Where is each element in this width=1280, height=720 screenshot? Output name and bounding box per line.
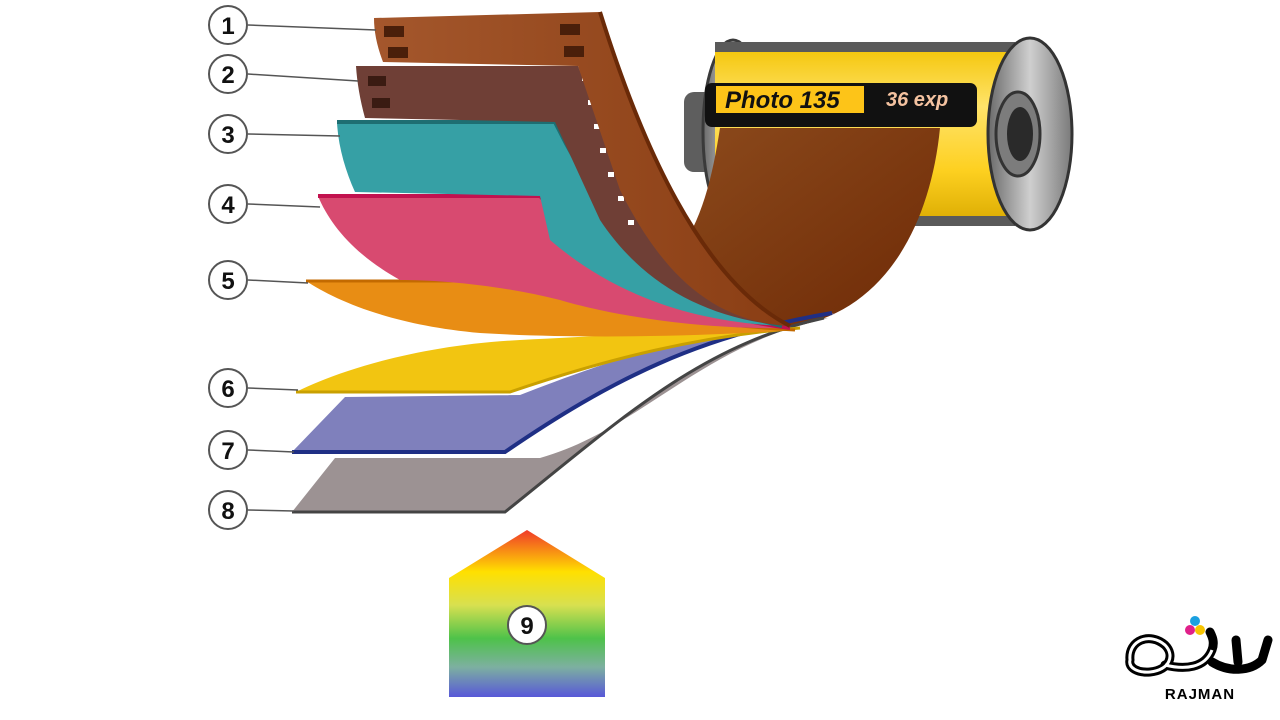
svg-text:1: 1 — [221, 13, 234, 40]
callout-1: 1 — [208, 5, 248, 45]
svg-text:4: 4 — [221, 192, 235, 219]
callout-4: 4 — [208, 184, 248, 224]
callout-7: 7 — [208, 430, 248, 470]
callout-5: 5 — [208, 260, 248, 300]
callout-6: 6 — [208, 368, 248, 408]
layer-2-perforations — [368, 76, 390, 108]
rajman-logo: RAJMAN — [1125, 616, 1273, 703]
svg-text:7: 7 — [221, 438, 234, 465]
canister-exposure-text: 36 exp — [886, 89, 948, 111]
callout-2: 2 — [208, 54, 248, 94]
layer-1-top — [374, 12, 790, 326]
layer-8-gray — [292, 318, 828, 512]
svg-text:2: 2 — [221, 62, 234, 89]
callout-9: 9 — [507, 605, 547, 645]
canister-brand-plate — [716, 86, 864, 113]
svg-text:3: 3 — [221, 122, 234, 149]
svg-text:5: 5 — [221, 268, 234, 295]
canister-spool-hole — [1007, 107, 1033, 161]
layer-1-perforations — [384, 24, 584, 58]
film-strip-tail — [670, 128, 940, 329]
callout-3: 3 — [208, 114, 248, 154]
layer-7-blue — [292, 313, 835, 452]
layer-4-pink — [318, 196, 790, 329]
layer-5-orange — [306, 281, 795, 337]
rajman-logo-latin: RAJMAN — [1165, 686, 1235, 703]
leader-lines — [247, 24, 377, 512]
canister-brand-text: Photo 135 — [725, 87, 840, 114]
layer-6-yellow — [296, 328, 800, 392]
svg-text:8: 8 — [221, 498, 234, 525]
svg-text:9: 9 — [520, 613, 533, 640]
svg-text:6: 6 — [221, 376, 234, 403]
callout-8: 8 — [208, 490, 248, 530]
